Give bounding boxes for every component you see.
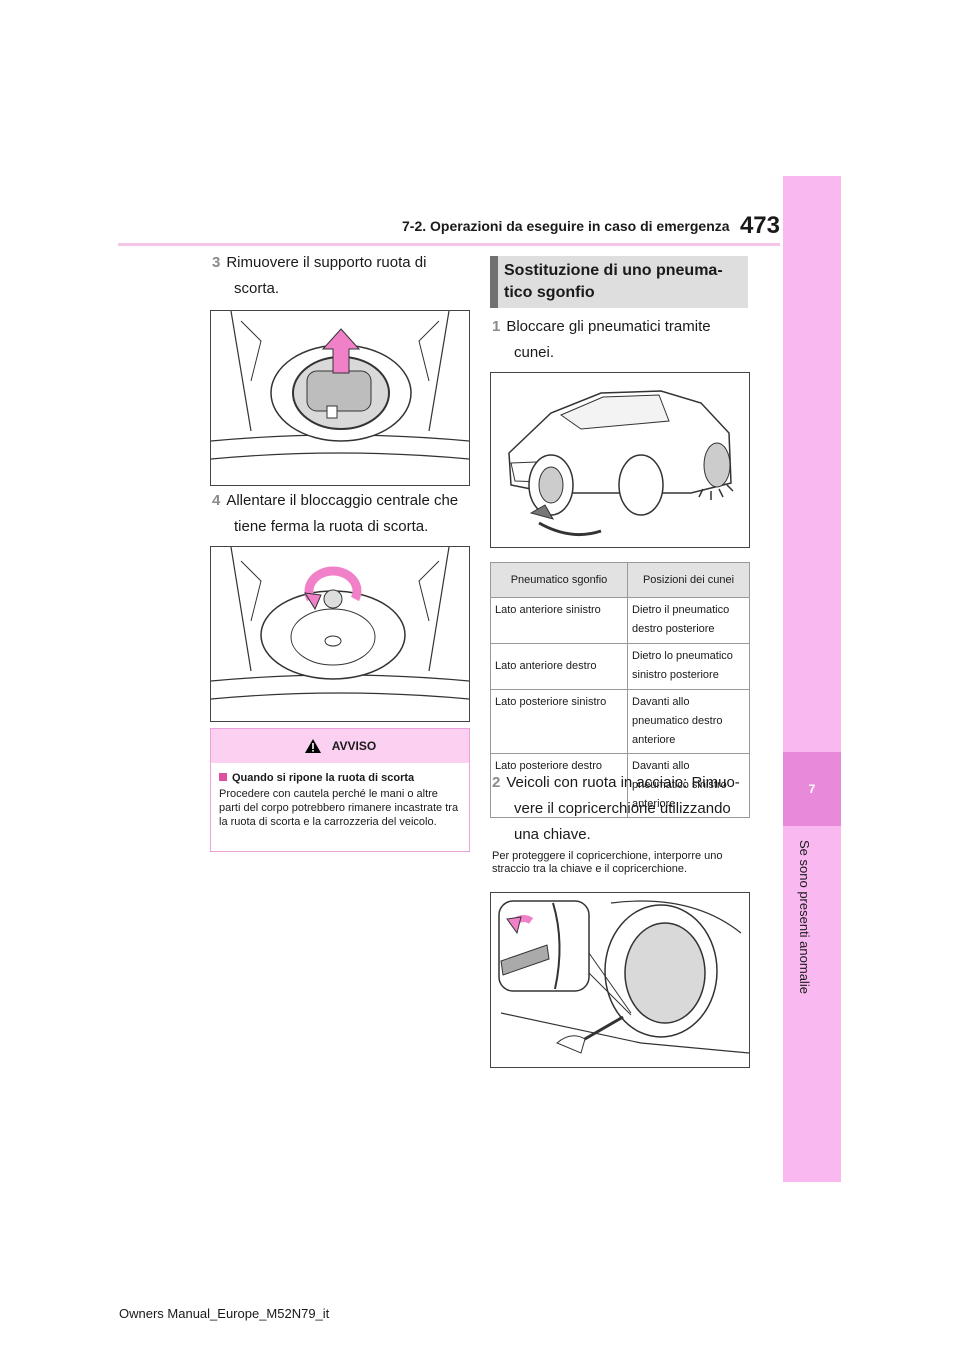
step-3: 3 Rimuovere il supporto ruota di scorta.: [212, 250, 472, 302]
section-heading: Sostituzione di uno pneuma- tico sgonfio: [490, 256, 748, 308]
step-number: 1: [492, 318, 501, 335]
step-text-cont: cunei.: [514, 344, 555, 361]
table-cell: Lato anteriore sinistro: [490, 597, 628, 644]
chapter-label: Se sono presenti anomalie: [797, 840, 812, 994]
wheel-cap-removal-illustration: [490, 892, 750, 1068]
step-4: 4 Allentare il bloccaggio centrale che ti…: [212, 488, 472, 540]
table-row: Lato anteriore destro Dietro lo pneumati…: [490, 643, 750, 690]
warning-box: AVVISO Quando si ripone la ruota di scor…: [210, 728, 470, 852]
step-1: 1 Bloccare gli pneumatici tramite cunei.: [492, 314, 762, 366]
table-header-row: Pneumatico sgonfio Posizioni dei cunei: [490, 562, 750, 598]
bullet-square-icon: [219, 773, 227, 781]
section-heading-bar: [490, 256, 498, 308]
footer-text: Owners Manual_Europe_M52N79_it: [119, 1306, 330, 1321]
step-text-cont: una chiave.: [514, 826, 591, 843]
step-text-cont: scorta.: [234, 280, 280, 297]
table-cell: Davanti allo pneumatico destro anteriore: [627, 689, 750, 754]
table-header: Posizioni dei cunei: [627, 562, 750, 598]
table-row: Lato posteriore destro Davanti allo pneu…: [490, 753, 750, 818]
table-cell: Lato anteriore destro: [490, 643, 628, 690]
step-number: 4: [212, 492, 221, 509]
table-cell: Davanti allo pneumatico sinistro anterio…: [627, 753, 750, 818]
chapter-side-tab: [783, 176, 841, 1182]
wheel-chock-table: Pneumatico sgonfio Posizioni dei cunei L…: [490, 562, 750, 818]
table-cell: Lato posteriore destro: [490, 753, 628, 818]
section-title: 7-2. Operazioni da eseguire in caso di e…: [402, 218, 730, 234]
warning-title: AVVISO: [331, 739, 377, 753]
page-number: 473: [739, 212, 780, 239]
step-text: Allentare il bloccaggio centrale che: [226, 492, 459, 509]
step-text: Rimuovere il supporto ruota di: [226, 254, 427, 271]
chapter-number: 7: [783, 752, 841, 826]
warning-header: AVVISO: [211, 729, 469, 763]
section-heading-line: tico sgonfio: [504, 284, 595, 301]
warning-subtitle: Quando si ripone la ruota di scorta: [232, 772, 415, 784]
warning-text: Procedere con cautela perché le mani o a…: [219, 788, 459, 828]
step-number: 2: [492, 774, 501, 791]
step-number: 3: [212, 254, 221, 271]
wheel-chock-car-illustration: [490, 372, 750, 548]
section-heading-line: Sostituzione di uno pneuma-: [504, 262, 723, 279]
table-cell: Dietro il pneumatico destro posteriore: [627, 597, 750, 644]
note-text: Per proteggere il copricerchione, interp…: [492, 850, 723, 875]
step-text-cont: tiene ferma la ruota di scorta.: [234, 518, 429, 535]
table-header: Pneumatico sgonfio: [490, 562, 628, 598]
step-text: Veicoli con ruota in acciaio: Rimuo-: [506, 774, 740, 791]
step-2: 2 Veicoli con ruota in acciaio: Rimuo- ve…: [492, 770, 762, 848]
table-cell: Lato posteriore sinistro: [490, 689, 628, 754]
step-text: Bloccare gli pneumatici tramite: [506, 318, 711, 335]
table-row: Lato posteriore sinistro Davanti allo pn…: [490, 689, 750, 754]
warning-triangle-icon: [304, 739, 321, 753]
table-cell: Dietro lo pneumatico sinistro posteriore: [627, 643, 750, 690]
table-row: Lato anteriore sinistro Dietro il pneuma…: [490, 597, 750, 644]
spare-wheel-support-illustration: [210, 310, 470, 486]
step-text-cont: vere il copricerchione utilizzando: [514, 800, 731, 817]
header-divider: [118, 243, 780, 246]
spare-wheel-lock-illustration: [210, 546, 470, 722]
